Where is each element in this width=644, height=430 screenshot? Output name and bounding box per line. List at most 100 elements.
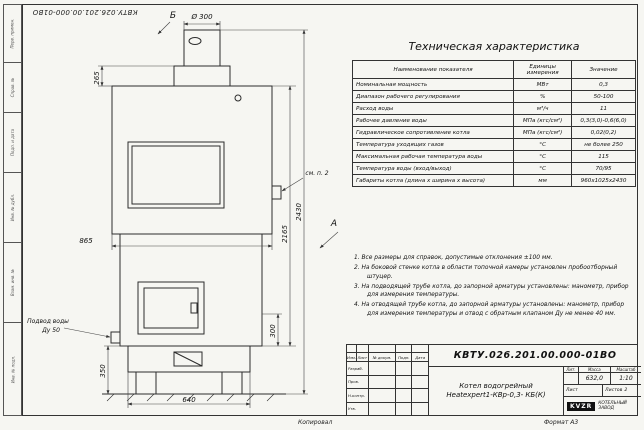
note-item: 4. На отводящей трубе котла, до запорной… bbox=[354, 302, 625, 317]
param-units: °С bbox=[513, 162, 573, 175]
doc-number: КВТУ.026.201.00.000-01ВО bbox=[429, 345, 642, 367]
param-value: 70/95 bbox=[571, 162, 636, 175]
row-label: Н.контр. bbox=[347, 389, 369, 402]
title-block-signature-grid: Изм. Лист № докум. Подп. Дата Разраб. Пр… bbox=[347, 345, 429, 415]
strip-label: Инв. № подл. bbox=[10, 355, 16, 383]
param-name: Максимальная рабочая температура воды bbox=[351, 150, 515, 163]
param-value: 50-100 bbox=[571, 90, 636, 103]
format-label: Формат А3 bbox=[544, 419, 579, 426]
param-value: 115 bbox=[571, 150, 636, 163]
sheets-value: 2 bbox=[624, 388, 628, 393]
company-name: КОТЕЛЬНЫЙ ЗАВОД bbox=[598, 400, 627, 411]
col-header-name: Наименование показателя bbox=[351, 60, 515, 79]
dimension-lines bbox=[63, 21, 339, 408]
param-name: Расход воды bbox=[351, 102, 515, 115]
row-label: Пров. bbox=[347, 375, 369, 388]
strip-label: Перв. примен. bbox=[10, 18, 15, 49]
param-units: МПа (кгс/см²) bbox=[513, 126, 573, 139]
col-sign: Подп. bbox=[396, 353, 413, 361]
param-units: МВт bbox=[513, 78, 573, 91]
param-name: Гидравлическое сопротивление котла bbox=[351, 126, 515, 139]
col-list: Лист bbox=[357, 353, 369, 361]
gost-side-strip: Перв. примен. Справ. № Подп. и дата Инв.… bbox=[3, 4, 22, 416]
signature-row-nkontr: Н.контр. bbox=[347, 389, 428, 403]
mass-label: Масса bbox=[579, 367, 610, 373]
tech-table: Наименование показателя Единицы измерени… bbox=[351, 60, 636, 187]
strip-label: Взам. инв. № bbox=[10, 268, 16, 297]
sheets-label: Листов bbox=[605, 388, 623, 393]
dim-2165-label: 2165 bbox=[281, 225, 289, 243]
param-name: Температура уходящих газов bbox=[351, 138, 515, 151]
mass-value: 632,0 bbox=[585, 375, 603, 382]
tech-table-header-row: Наименование показателя Единицы измерени… bbox=[351, 60, 636, 79]
note-item: 3. На подводящей трубе котла, до запорно… bbox=[354, 283, 629, 299]
sheet-label: Лист bbox=[566, 388, 578, 393]
note-item: 2. На боковой стенке котла в области топ… bbox=[354, 265, 618, 280]
param-value: 0,02(0,2) bbox=[571, 126, 636, 139]
signature-row-empty bbox=[347, 345, 428, 353]
param-value: 0,3(3,0)-0,6(6,0) bbox=[571, 114, 636, 127]
param-value: 0,3 bbox=[571, 78, 636, 91]
copied-label: Копировал bbox=[298, 419, 333, 426]
sheet-cell: Лист bbox=[564, 385, 604, 396]
sheet-frame bbox=[22, 4, 638, 416]
param-units: м³/ч bbox=[513, 102, 573, 115]
param-value: 960х1025х2430 bbox=[571, 174, 636, 187]
dim-300-label: 300 bbox=[269, 324, 277, 338]
col-header-value: Значение bbox=[571, 60, 636, 79]
note-ref-label: см. п. 2 bbox=[305, 170, 328, 177]
param-value: 11 bbox=[571, 102, 636, 115]
signature-row-prov: Пров. bbox=[347, 375, 428, 389]
param-name: Номинальная мощность bbox=[351, 78, 515, 91]
kvzr-logo: KVZR bbox=[567, 401, 596, 411]
product-model: Heatexpert1-КВр-0,3- КБ(К) bbox=[446, 391, 546, 399]
param-units: МПа (кгс/см²) bbox=[513, 114, 573, 127]
strip-label: Инв. № дубл. bbox=[10, 193, 15, 222]
col-izm: Изм. bbox=[347, 353, 357, 361]
dim-350-label: 350 bbox=[99, 364, 107, 378]
param-name: Рабочее давление воды bbox=[351, 114, 515, 127]
dim-265-label: 265 bbox=[93, 71, 101, 85]
boiler-front-view: Ø 300 Б 265 865 2165 2430 300 350 640 А … bbox=[27, 11, 339, 408]
lit-label: Лит. bbox=[564, 367, 578, 373]
dim-865-label: 865 bbox=[79, 237, 93, 245]
view-b-label: Б bbox=[170, 11, 176, 21]
title-block-main: КВТУ.026.201.00.000-01ВО Котел водогрейн… bbox=[429, 345, 642, 415]
signature-header-row: Изм. Лист № докум. Подп. Дата bbox=[347, 353, 428, 362]
strip-box: Взам. инв. № bbox=[4, 243, 21, 323]
signature-row-razrab: Разраб. bbox=[347, 362, 428, 376]
note-item: 1. Все размеры для справок, допустимые о… bbox=[354, 255, 553, 261]
dim-diameter-label: Ø 300 bbox=[190, 13, 213, 21]
param-units: мм bbox=[513, 174, 573, 187]
col-header-units: Единицы измерения bbox=[513, 60, 573, 79]
param-name: Температура воды (вход/выход) bbox=[351, 162, 515, 175]
boiler-outline bbox=[102, 29, 286, 402]
param-units: °С bbox=[513, 150, 573, 163]
lit-cell: Лит. bbox=[564, 367, 579, 384]
strip-box: Подп. и дата bbox=[4, 113, 21, 173]
signature-row-utv: Утв. bbox=[347, 402, 428, 415]
water-inlet-label: Подвод воды bbox=[27, 318, 69, 325]
product-name: Котел водогрейный bbox=[459, 381, 533, 390]
strip-box: Перв. примен. bbox=[4, 5, 21, 63]
dimension-labels: Ø 300 Б 265 865 2165 2430 300 350 640 А … bbox=[27, 11, 337, 404]
param-units: % bbox=[513, 90, 573, 103]
title-block: Изм. Лист № докум. Подп. Дата Разраб. Пр… bbox=[346, 344, 642, 416]
table-row: Диапазон рабочего регулирования%50-100 bbox=[351, 90, 636, 103]
col-date: Дата bbox=[415, 354, 426, 360]
notes-list: 1. Все размеры для справок, допустимые о… bbox=[354, 254, 634, 320]
table-row: Габариты котла (длина х ширина х высота)… bbox=[351, 174, 636, 187]
dim-640-label: 640 bbox=[182, 396, 196, 404]
row-label: Разраб. bbox=[347, 362, 369, 375]
tech-table-title: Техническая характеристика bbox=[408, 40, 580, 53]
param-name: Габариты котла (длина х ширина х высота) bbox=[351, 174, 515, 187]
